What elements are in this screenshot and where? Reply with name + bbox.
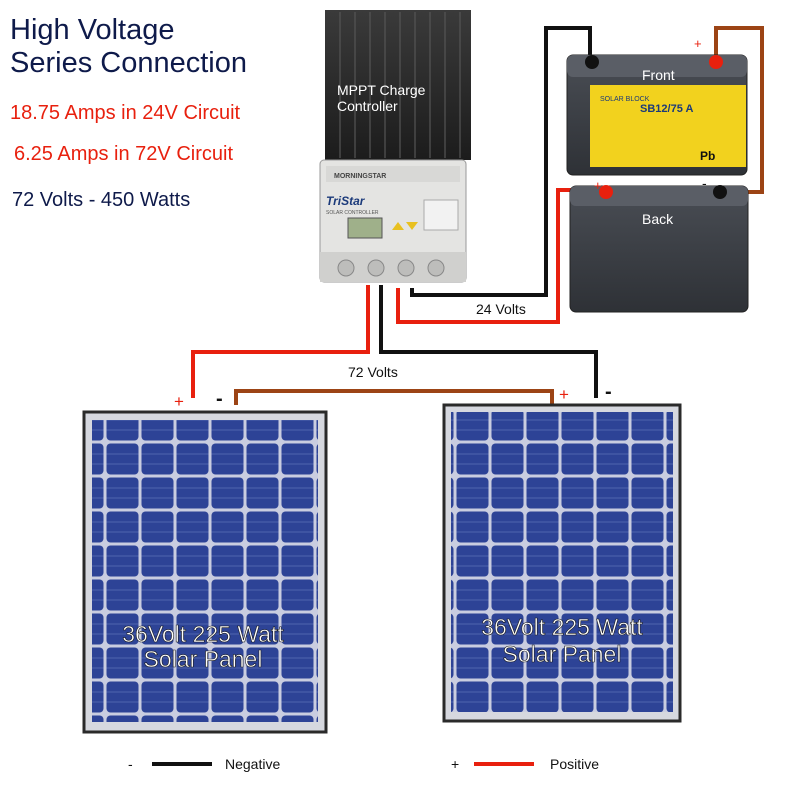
solar-panel-1-positive-sign: +: [174, 392, 184, 411]
diagram-title: High Voltage Series Connection: [10, 14, 247, 80]
battery-front-label: Front: [642, 67, 675, 83]
solar-panel-2-cells: [451, 412, 673, 712]
controller-button-down[interactable]: [406, 222, 418, 230]
solar-panel-1-negative-sign: -: [216, 388, 223, 410]
solar-panel-1: 36Volt 225 Watt Solar Panel + -: [82, 388, 328, 734]
amps-24v-note: 18.75 Amps in 24V Circuit: [10, 102, 241, 124]
wire-panel-negative: [379, 285, 598, 398]
battery-front-brand: SOLAR BLOCK: [600, 96, 650, 103]
controller-brand: MORNINGSTAR: [334, 173, 386, 180]
volts-watts-note: 72 Volts - 450 Watts: [12, 189, 191, 211]
battery-back: + - Back: [569, 175, 749, 313]
panel-voltage-label: 72 Volts: [348, 364, 398, 380]
battery-front: SOLAR BLOCK SB12/75 A Pb - + Front: [566, 36, 748, 176]
controller-knockout-1: [337, 259, 355, 277]
battery-back-lid: [570, 186, 748, 206]
controller-subtitle: SOLAR CONTROLLER: [326, 210, 379, 216]
battery-front-positive-terminal: [709, 55, 723, 69]
battery-back-positive-terminal: [599, 185, 613, 199]
battery-front-negative-sign: -: [597, 37, 602, 53]
legend-negative-symbol: -: [128, 756, 133, 772]
charge-controller: MPPT Charge Controller MORNINGSTAR TriSt…: [319, 10, 471, 283]
solar-panel-2: 36Volt 225 Watt Solar Panel + -: [442, 381, 682, 723]
battery-front-negative-terminal: [585, 55, 599, 69]
controller-knockout-3: [397, 259, 415, 277]
wire-battery-negative: [410, 26, 592, 297]
battery-front-positive-sign: +: [694, 36, 702, 51]
controller-model: TriStar: [326, 194, 366, 208]
battery-back-positive-sign: +: [594, 178, 602, 193]
battery-front-chem: Pb: [700, 149, 715, 163]
battery-back-label: Back: [642, 211, 674, 227]
legend-negative-label: Negative: [225, 756, 280, 772]
solar-panel-1-cells: [92, 420, 318, 722]
controller-button-up[interactable]: [392, 222, 404, 230]
battery-front-model: SB12/75 A: [640, 103, 693, 115]
heatsink-fins: [339, 12, 461, 158]
solar-panel-2-positive-sign: +: [559, 385, 569, 404]
solar-panel-1-label-line-1: 36Volt 225 Watt: [122, 621, 284, 647]
wire-series-link: [234, 389, 554, 405]
legend-positive-label: Positive: [550, 756, 599, 772]
title-line-1: High Voltage: [10, 14, 175, 46]
legend-positive-symbol: +: [451, 756, 459, 772]
controller-display: [347, 217, 383, 239]
battery-back-negative-sign: -: [702, 175, 707, 191]
wire-panel-positive: [191, 285, 370, 398]
controller-label-line-1: MPPT Charge: [337, 82, 426, 98]
battery-front-lid: [567, 55, 747, 77]
controller-knockout-2: [367, 259, 385, 277]
controller-caution-label: [423, 199, 459, 231]
battery-back-negative-terminal: [713, 185, 727, 199]
battery-voltage-label: 24 Volts: [476, 301, 526, 317]
title-line-2: Series Connection: [10, 47, 247, 79]
solar-panel-2-negative-sign: -: [605, 381, 612, 403]
controller-knockout-4: [427, 259, 445, 277]
legend: - Negative + Positive: [128, 756, 599, 772]
solar-panel-2-label-line-1: 36Volt 225 Watt: [481, 614, 643, 640]
controller-brand-bar: [326, 166, 460, 182]
amps-72v-note: 6.25 Amps in 72V Circuit: [14, 143, 233, 165]
battery-front-label-panel: [590, 85, 746, 167]
solar-panel-1-label-line-2: Solar Panel: [144, 646, 263, 672]
controller-label-line-2: Controller: [337, 98, 398, 114]
controller-heatsink: [325, 10, 471, 160]
solar-panel-2-label-line-2: Solar Panel: [503, 641, 622, 667]
